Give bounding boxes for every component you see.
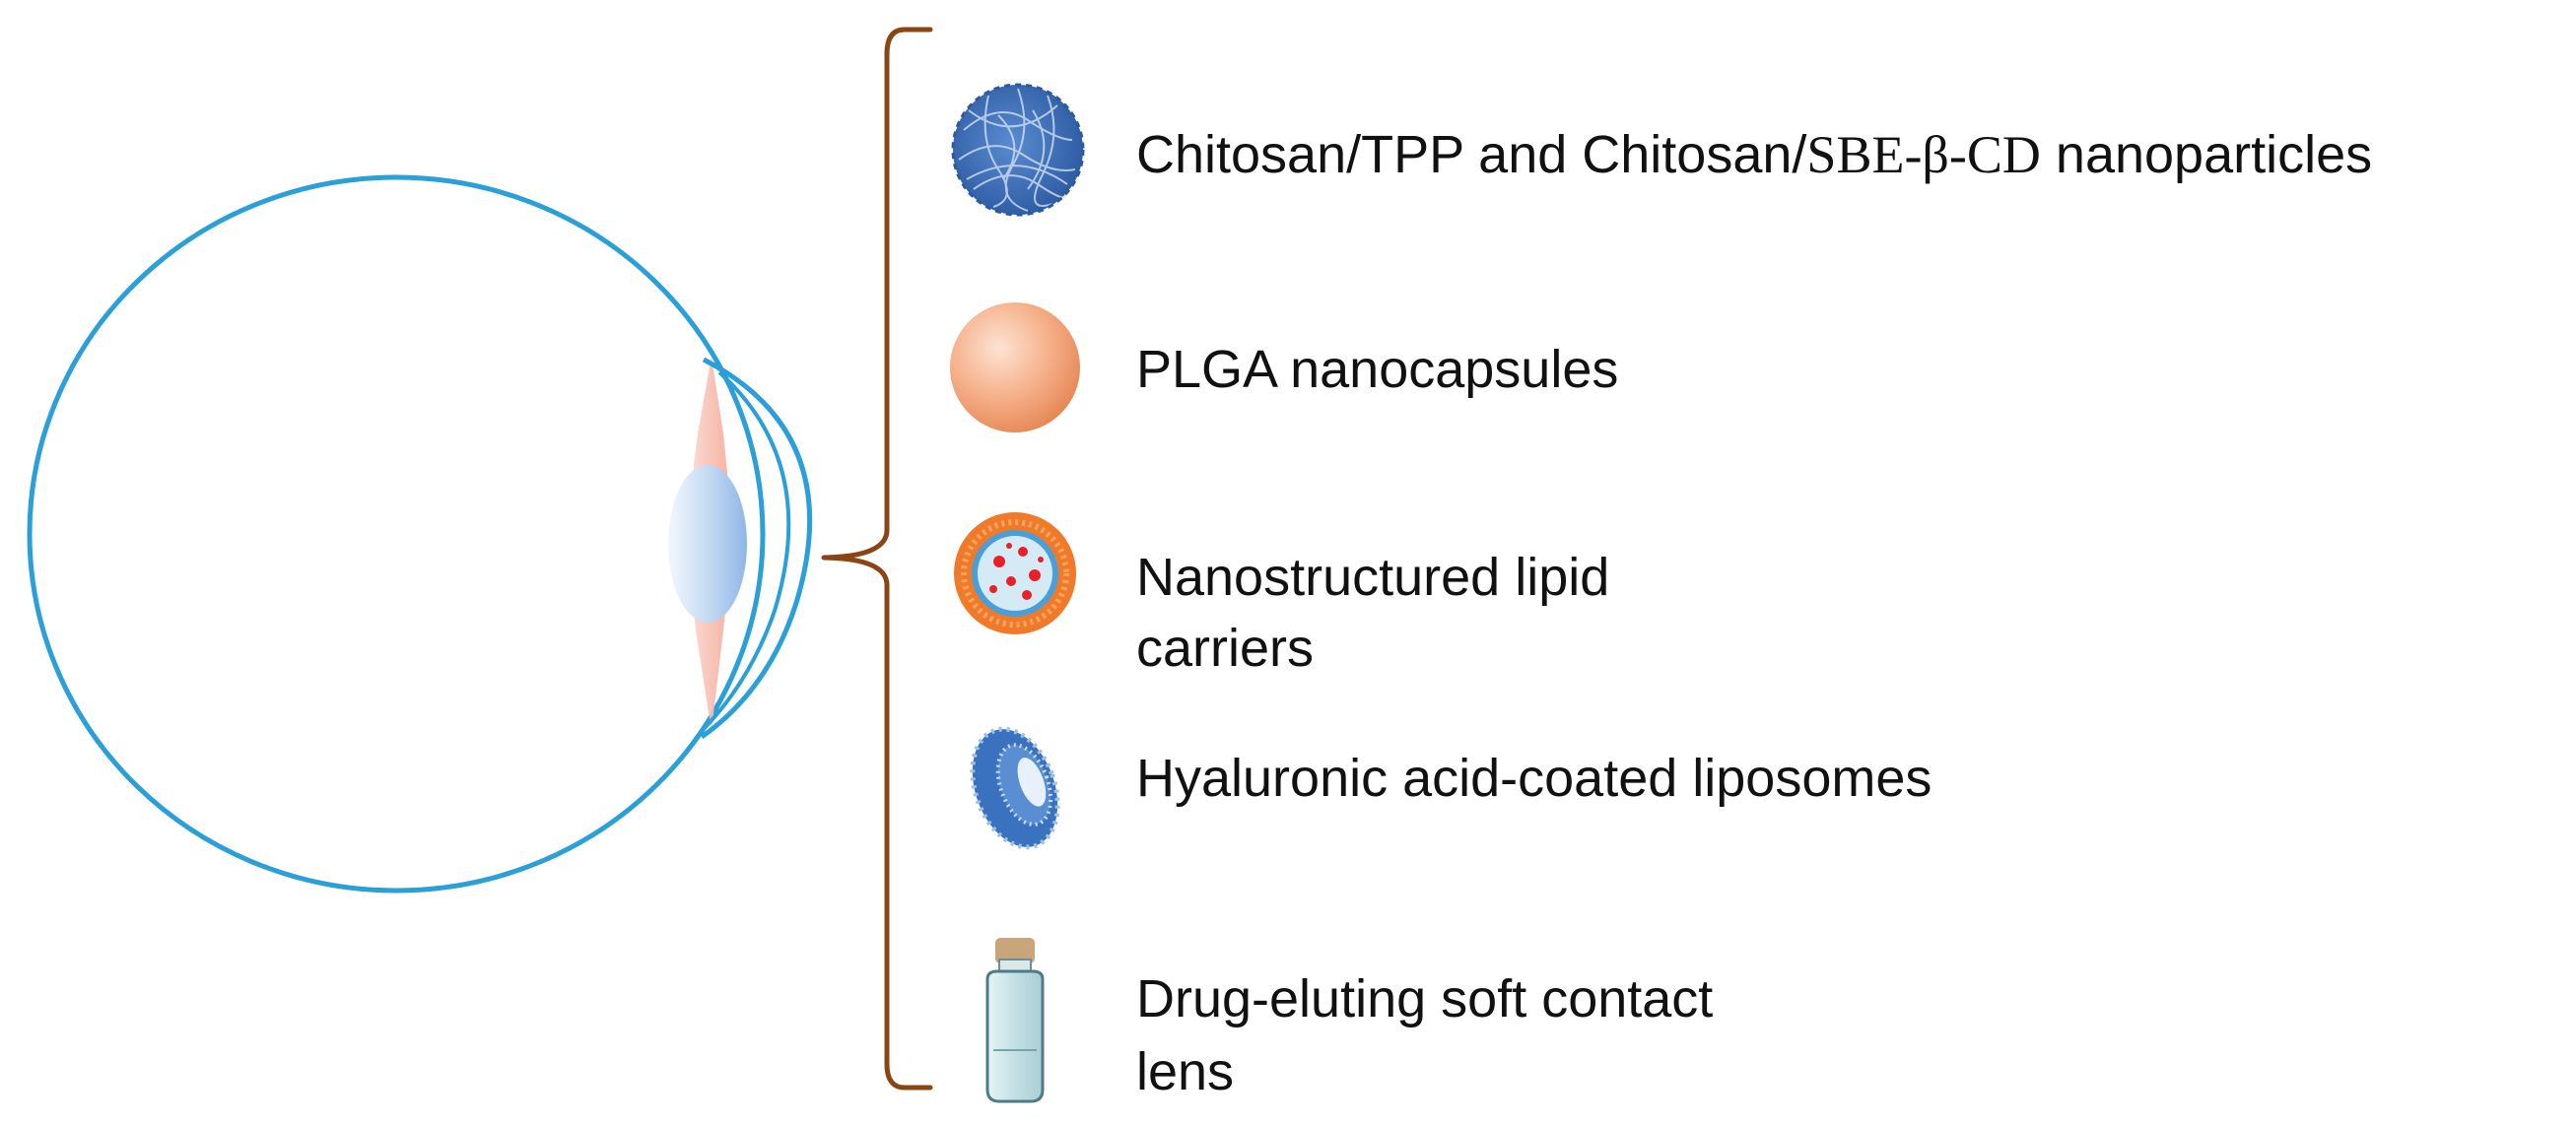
crystalline-lens	[668, 465, 747, 623]
label-hyaluronic-liposomes: Hyaluronic acid-coated liposomes	[1136, 749, 1932, 808]
cornea-inner	[702, 370, 791, 731]
label-chitosan-part3: nanoparticles	[2040, 125, 2373, 184]
label-nanostructured-lipid: Nanostructured lipid	[1136, 548, 1610, 607]
grouping-brace	[821, 27, 933, 1091]
label-drug-eluting-lens-line2: lens	[1136, 1042, 1235, 1101]
eye-icon	[27, 174, 813, 894]
cornea-outer	[700, 357, 813, 740]
nanoparticle-mesh-icon	[951, 83, 1085, 217]
label-chitosan-part1: Chitosan/TPP and Chitosan/	[1136, 125, 1807, 184]
vial-icon	[985, 938, 1045, 1103]
label-chitosan-part2: SBE-β-CD	[1806, 125, 2041, 184]
nanocapsule-sphere-icon	[950, 302, 1080, 432]
lipid-carrier-icon	[954, 512, 1076, 634]
label-nanostructured-lipid-line2: carriers	[1136, 619, 1315, 678]
label-plga-nanocapsules: PLGA nanocapsules	[1136, 340, 1619, 399]
label-chitosan-nanoparticles: Chitosan/TPP and Chitosan/SBE-β-CD nanop…	[1136, 119, 2372, 190]
eyeball-outline	[27, 174, 766, 894]
liposome-icon	[970, 726, 1060, 850]
label-drug-eluting-lens: Drug-eluting soft contact	[1136, 969, 1714, 1028]
